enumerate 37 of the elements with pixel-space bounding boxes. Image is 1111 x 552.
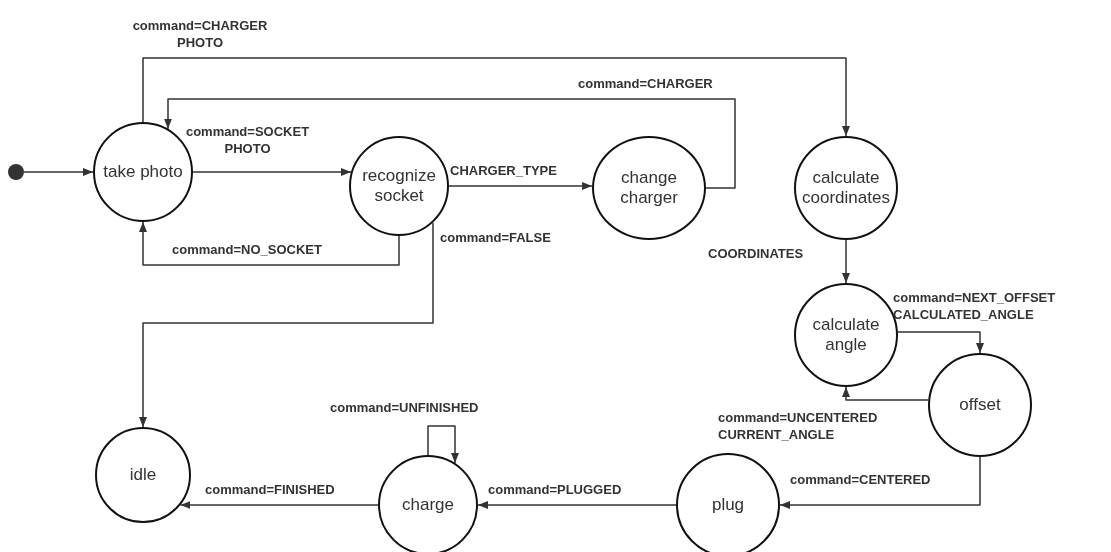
state-name: idle: [128, 464, 158, 486]
transition-arrow: [179, 501, 379, 509]
transition-arrow: [139, 221, 434, 428]
state-name: offset: [958, 394, 1002, 416]
transition-arrow: [842, 386, 929, 401]
transition-arrow: [139, 221, 400, 266]
edge-label: command=NO_SOCKET: [172, 242, 322, 259]
edge-label: command=FALSE: [440, 230, 551, 247]
edge-label: command=UNFINISHED: [330, 400, 479, 417]
transition-arrow: [477, 501, 677, 509]
initial-state-dot: [8, 164, 24, 180]
transition-arrow: [164, 98, 736, 189]
state-name: recognize socket: [361, 165, 437, 207]
edge-label: CHARGER_TYPE: [450, 163, 557, 180]
transition-arrow: [448, 182, 593, 190]
edge-label: command=FINISHED: [205, 482, 335, 499]
state-name: calculate angle: [811, 314, 881, 356]
edge-label: command=CHARGER: [578, 76, 713, 93]
transition-arrow: [779, 456, 981, 509]
state-name: calculate coordinates: [801, 167, 891, 209]
edge-label: command=CHARGER PHOTO: [131, 18, 269, 52]
transition-arrow: [897, 331, 984, 354]
transition-arrow: [842, 239, 850, 284]
state-name: charge: [401, 494, 455, 516]
edge-label: command=PLUGGED: [488, 482, 622, 499]
edge-label: command=NEXT_OFFSET CALCULATED_ANGLE: [893, 290, 1057, 324]
edge-label: command=SOCKET PHOTO: [184, 124, 311, 158]
self-loop-arrow: [427, 425, 459, 464]
edge-label: command=CENTERED: [790, 472, 931, 489]
transition-arrow: [23, 168, 94, 176]
state-name: take photo: [102, 161, 184, 183]
transition-arrow: [192, 168, 352, 176]
edge-label: command=UNCENTERED CURRENT_ANGLE: [718, 410, 879, 444]
state-name: plug: [710, 494, 746, 516]
state-name: change charger: [619, 167, 679, 209]
transition-arrow: [142, 57, 850, 137]
edge-label: COORDINATES: [708, 246, 804, 263]
